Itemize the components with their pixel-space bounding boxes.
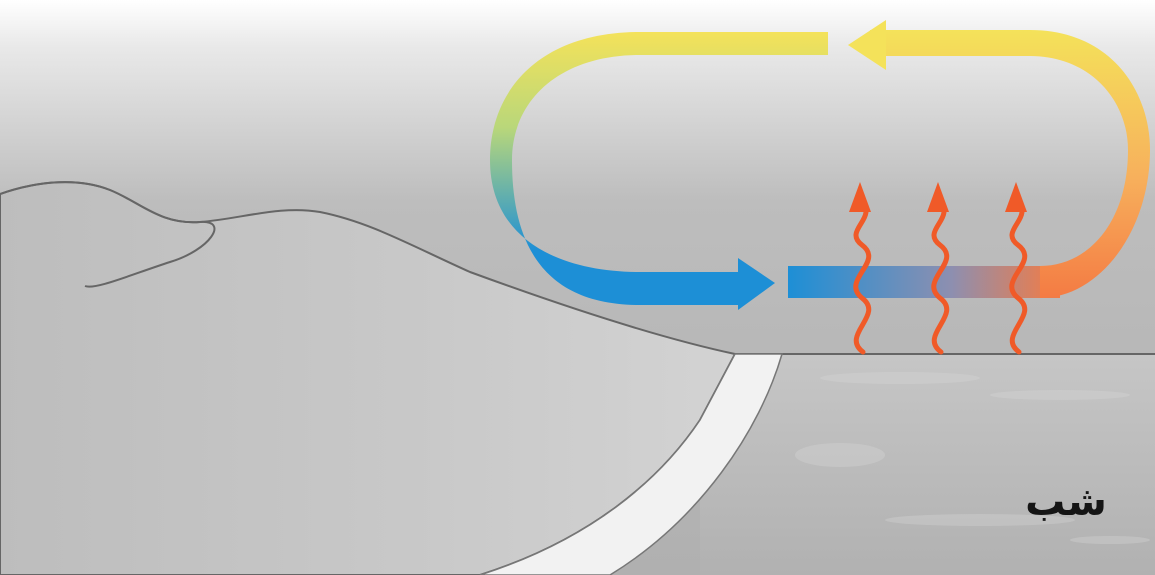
time-of-day-label: شب	[1010, 482, 1122, 522]
